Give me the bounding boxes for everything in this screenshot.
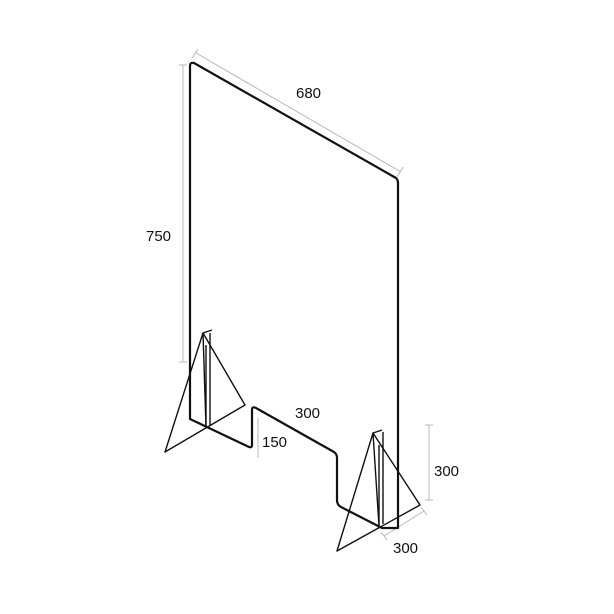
screen-panel-outline — [188, 61, 400, 530]
label-panel-width: 680 — [296, 85, 321, 102]
label-foot-height: 300 — [434, 463, 459, 480]
dim-line-panel-height — [179, 64, 187, 363]
right-foot-triangle-side — [336, 432, 421, 552]
right-foot-triangle-front — [372, 429, 383, 527]
left-foot — [164, 329, 246, 453]
label-cutout-width: 300 — [295, 405, 320, 422]
right-foot — [336, 429, 421, 552]
label-foot-depth: 300 — [393, 540, 418, 557]
right-foot-upright — [378, 432, 384, 526]
left-foot-triangle-front — [202, 329, 213, 428]
left-foot-triangle-side — [164, 332, 246, 453]
label-cutout-height: 150 — [262, 434, 287, 451]
dimension-lines — [179, 48, 433, 541]
label-panel-height: 750 — [146, 228, 171, 245]
left-foot-upright — [205, 333, 211, 427]
dim-line-foot-depth — [380, 506, 428, 541]
dim-line-panel-width — [191, 48, 404, 178]
dim-line-foot-height — [425, 424, 433, 501]
